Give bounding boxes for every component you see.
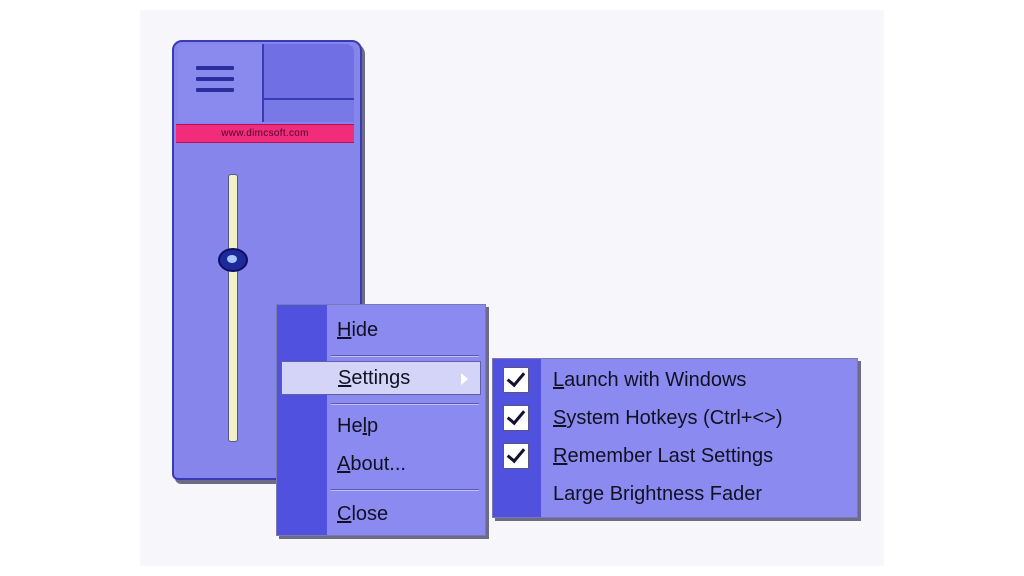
submenu-item-label: Launch with Windows <box>553 369 747 391</box>
settings-submenu: Launch with Windows System Hotkeys (Ctrl… <box>492 358 858 518</box>
checkbox[interactable] <box>503 367 529 393</box>
menu-item-label: Close <box>337 503 389 525</box>
menu-item-close[interactable]: Close <box>277 497 485 531</box>
menu-item-about[interactable]: About... <box>277 447 485 481</box>
preview-panel-bottom <box>264 100 354 122</box>
checkbox[interactable] <box>503 405 529 431</box>
brightness-slider-track[interactable] <box>228 174 238 442</box>
menu-button[interactable] <box>178 44 264 122</box>
brightness-slider-thumb[interactable] <box>218 248 248 272</box>
submenu-item-label: Large Brightness Fader <box>553 483 763 505</box>
checkmark-icon <box>506 405 526 426</box>
menu-item-label: Settings <box>338 367 411 389</box>
submenu-item-label: Remember Last Settings <box>553 445 774 467</box>
menu-divider <box>331 489 479 491</box>
menu-item-hide[interactable]: Hide <box>277 313 485 347</box>
menu-item-help[interactable]: Help <box>277 409 485 443</box>
submenu-item-launch-with-windows[interactable]: Launch with Windows <box>493 361 857 399</box>
submenu-item-label: System Hotkeys (Ctrl+<>) <box>553 407 783 429</box>
preview-panel-top <box>264 44 354 100</box>
menu-side-strip <box>277 305 327 535</box>
submenu-item-remember-last-settings[interactable]: Remember Last Settings <box>493 437 857 475</box>
submenu-item-system-hotkeys[interactable]: System Hotkeys (Ctrl+<>) <box>493 399 857 437</box>
context-menu: Hide Settings Help About... Close <box>276 304 486 536</box>
submenu-arrow-icon <box>461 373 468 385</box>
checkbox[interactable] <box>503 443 529 469</box>
menu-item-label: Help <box>337 415 379 437</box>
website-link[interactable]: www.dimcsoft.com <box>176 124 354 143</box>
brightness-widget: www.dimcsoft.com <box>172 40 362 480</box>
submenu-item-large-brightness-fader[interactable]: Large Brightness Fader <box>493 475 857 513</box>
menu-item-settings[interactable]: Settings <box>281 361 481 395</box>
menu-divider <box>331 403 479 405</box>
menu-item-label: Hide <box>337 319 379 341</box>
checkmark-icon <box>506 443 526 464</box>
menu-divider <box>331 355 479 357</box>
checkmark-icon <box>506 367 526 388</box>
menu-item-label: About... <box>337 453 406 475</box>
